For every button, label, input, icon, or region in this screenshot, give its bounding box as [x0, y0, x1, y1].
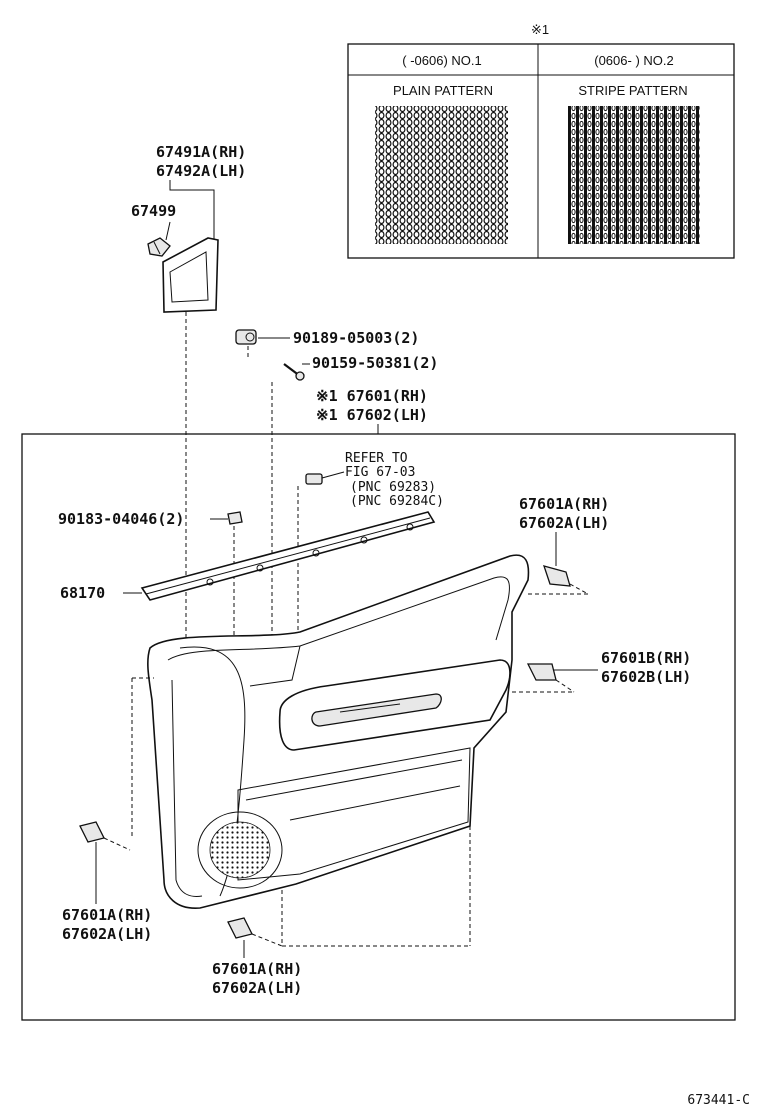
label-67602: ※1 67602(LH) [316, 406, 428, 424]
pattern-table: ※1 ( -0606) NO.1 (0606- ) NO.2 PLAIN PAT… [347, 22, 735, 259]
label-67601: ※1 67601(RH) [316, 387, 428, 405]
table-header-no2: (0606- ) NO.2 [594, 53, 673, 68]
screw-icon [283, 363, 305, 381]
svg-text:FIG 67-03: FIG 67-03 [345, 465, 415, 480]
label-tr-67602b: 67602B(LH) [601, 668, 691, 686]
mirror-cover-icon [162, 237, 219, 313]
speaker-grille-icon [209, 821, 271, 879]
label-bm-67602a: 67602A(LH) [212, 979, 302, 997]
plain-pattern-label: PLAIN PATTERN [393, 83, 493, 98]
label-68170: 68170 [60, 584, 105, 602]
label-bl-67602a: 67602A(LH) [62, 925, 152, 943]
weatherstrip-icon [140, 511, 436, 601]
clip-icon [227, 511, 243, 525]
note-mark: ※1 [531, 22, 549, 37]
label-67492a: 67492A(LH) [156, 162, 246, 180]
refer-note: REFER TO FIG 67-03 (PNC 69283) (PNC 6928… [297, 451, 444, 680]
label-bl-67601a: 67601A(RH) [62, 906, 152, 924]
label-tr-67601a: 67601A(RH) [519, 495, 609, 513]
label-90183: 90183-04046(2) [58, 510, 184, 528]
table-header-no1: ( -0606) NO.1 [402, 53, 481, 68]
label-90189: 90189-05003(2) [293, 329, 419, 347]
nut-icon [235, 329, 257, 345]
fastener-group: 90189-05003(2) 90159-50381(2) [235, 329, 438, 660]
plain-pattern-swatch [375, 106, 508, 244]
assembly-frame [21, 433, 736, 1021]
clip-icon [79, 821, 105, 843]
figure-code: 673441-C [687, 1093, 750, 1108]
clip-icon [526, 663, 557, 681]
label-90159: 90159-50381(2) [312, 354, 438, 372]
label-tr-67602a: 67602A(LH) [519, 514, 609, 532]
clip-icon [147, 237, 171, 257]
stripe-pattern-label: STRIPE PATTERN [578, 83, 687, 98]
door-trim-panel-icon [131, 554, 530, 909]
svg-text:(PNC 69283): (PNC 69283) [350, 480, 436, 495]
svg-text:(PNC 69284C): (PNC 69284C) [350, 494, 444, 509]
label-tr-67601b: 67601B(RH) [601, 649, 691, 667]
svg-text:REFER TO: REFER TO [345, 451, 408, 466]
stripe-pattern-swatch [568, 106, 700, 244]
label-bm-67601a: 67601A(RH) [212, 960, 302, 978]
label-67499: 67499 [131, 202, 176, 220]
label-67491a: 67491A(RH) [156, 143, 246, 161]
clip-icon [542, 565, 571, 587]
clip-icon [227, 917, 253, 939]
